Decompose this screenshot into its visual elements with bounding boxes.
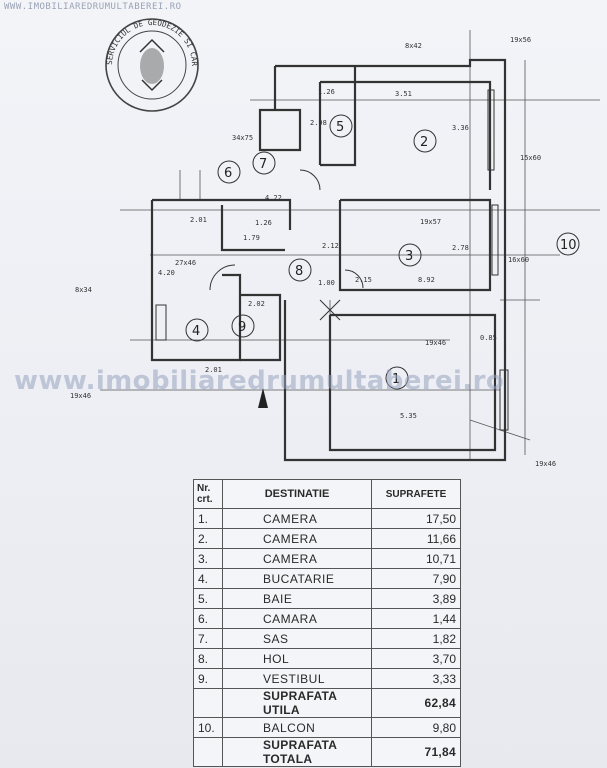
row-surface: 1,82 (371, 628, 461, 649)
row-nr: 8. (193, 648, 223, 669)
room-number-7: 7 (259, 157, 267, 172)
row-nr: 2. (193, 528, 223, 549)
row-nr: 9. (193, 668, 223, 689)
row-destination: CAMERA (222, 508, 372, 529)
util-label: SUPRAFATA UTILA (222, 688, 372, 718)
total-value: 71,84 (371, 737, 461, 767)
room-number-8: 8 (295, 264, 303, 279)
header-suprafete: SUPRAFETE (371, 479, 461, 509)
room-number-2: 2 (420, 135, 428, 150)
dim-label: 4.20 (158, 269, 175, 277)
row-surface: 1,44 (371, 608, 461, 629)
dim-label: 3.51 (395, 90, 412, 98)
dim-label: 19x57 (420, 218, 441, 226)
row-destination: CAMARA (222, 608, 372, 629)
row-nr: 5. (193, 588, 223, 609)
room-number-10: 10 (560, 238, 577, 253)
dim-label: 2.98 (310, 119, 327, 127)
dim-label: 2.12 (322, 242, 339, 250)
dim-label: 8.92 (418, 276, 435, 284)
row-destination: BAIE (222, 588, 372, 609)
top-watermark: WWW.IMOBILIAREDRUMULTABEREI.RO (4, 2, 182, 12)
row-surface: 17,50 (371, 508, 461, 529)
dim-label: 1.79 (243, 234, 260, 242)
row-destination: CAMERA (222, 548, 372, 569)
header-destinatie: DESTINATIE (222, 479, 372, 509)
util-value: 62,84 (371, 688, 461, 718)
dim-label: 1.00 (318, 279, 335, 287)
site-watermark: www.imobiliaredrumultaberei.ro (14, 366, 505, 396)
room-number-9: 9 (238, 320, 246, 335)
row-nr: 3. (193, 548, 223, 569)
dim-label: 1.26 (318, 88, 335, 96)
row-nr: 7. (193, 628, 223, 649)
dim-label: 19x46 (70, 392, 91, 400)
dim-label: 1.26 (255, 219, 272, 227)
row-surface: 10,71 (371, 548, 461, 569)
dim-label: 2.01 (190, 216, 207, 224)
entrance-arrow-icon (258, 388, 268, 408)
dim-label: 34x75 (232, 134, 253, 142)
dim-label: 19x46 (535, 460, 556, 468)
row-surface: 3,70 (371, 648, 461, 669)
official-stamp-icon: SERVICIUL DE GEODEZIE SI CARTOGRAFIE (0, 0, 199, 112)
row-destination: VESTIBUL (222, 668, 372, 689)
room-number-1: 1 (392, 372, 400, 387)
room-number-4: 4 (192, 324, 200, 339)
dim-label: 4.22 (265, 194, 282, 202)
dim-label: 0.85 (480, 334, 497, 342)
dim-label: 19x56 (510, 36, 531, 44)
dim-label: 27x46 (175, 259, 196, 267)
table-header-row: Nr. crt. DESTINATIE SUPRAFETE (193, 479, 461, 509)
row-nr: 10. (193, 717, 223, 738)
dim-label: 2.78 (452, 244, 469, 252)
row-destination: CAMERA (222, 528, 372, 549)
dim-label: 16x60 (508, 256, 529, 264)
row-nr: 6. (193, 608, 223, 629)
row-destination: SAS (222, 628, 372, 649)
total-label: SUPRAFATA TOTALA (222, 737, 372, 767)
row-nr: 1. (193, 508, 223, 529)
row-destination: BUCATARIE (222, 568, 372, 589)
row-surface: 9,80 (371, 717, 461, 738)
stamp-text: SERVICIUL DE GEODEZIE SI CARTOGRAFIE (0, 0, 199, 67)
dim-label: 2.01 (205, 366, 222, 374)
room-number-3: 3 (405, 249, 413, 264)
dim-label: 8x42 (405, 42, 422, 50)
dim-label: 2.02 (248, 300, 265, 308)
dim-label: 15x60 (520, 154, 541, 162)
svg-text:SERVICIUL DE GEODEZIE SI CARTO: SERVICIUL DE GEODEZIE SI CARTOGRAFIE (0, 0, 199, 67)
room-number-6: 6 (224, 166, 232, 181)
row-nr: 4. (193, 568, 223, 589)
header-nr: Nr. crt. (193, 479, 223, 509)
row-surface: 3,89 (371, 588, 461, 609)
row-destination: BALCON (222, 717, 372, 738)
row-surface: 11,66 (371, 528, 461, 549)
row-destination: HOL (222, 648, 372, 669)
dim-label: 5.35 (400, 412, 417, 420)
dim-label: 8x34 (75, 286, 92, 294)
row-surface: 3,33 (371, 668, 461, 689)
floor-plan-drawing: SERVICIUL DE GEODEZIE SI CARTOGRAFIE (0, 0, 600, 468)
dim-label: 2.15 (355, 276, 372, 284)
dim-label: 19x46 (425, 339, 446, 347)
row-surface: 7,90 (371, 568, 461, 589)
room-number-5: 5 (336, 120, 344, 135)
dim-label: 3.36 (452, 124, 469, 132)
